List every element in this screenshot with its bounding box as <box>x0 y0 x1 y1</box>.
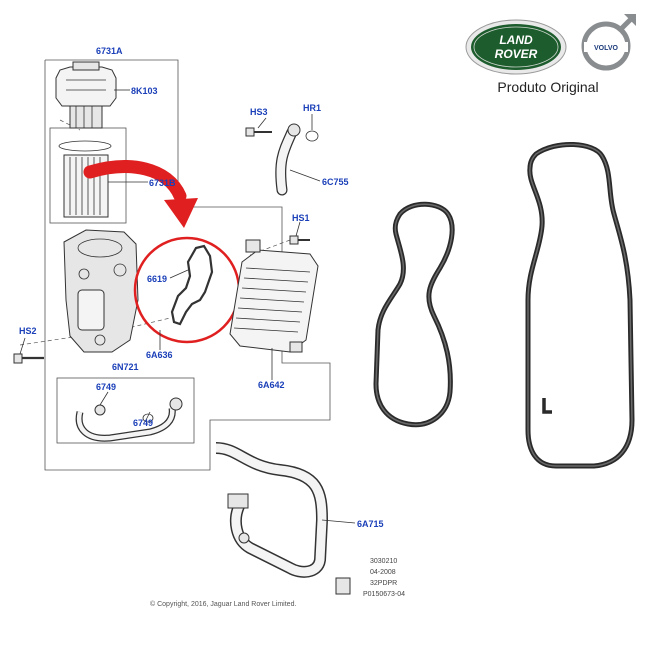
label-6749-top: 6749 <box>96 382 116 392</box>
label-hs1: HS1 <box>292 213 310 223</box>
land-rover-logo-line2: ROVER <box>495 47 538 61</box>
bolt-hs1 <box>289 235 310 245</box>
highlight-arrow <box>83 160 198 228</box>
volvo-logo: VOLVO <box>581 14 636 71</box>
label-6749-bottom: 6749 <box>133 418 153 428</box>
label-hs2: HS2 <box>19 326 37 336</box>
oil-filter-housing <box>63 229 139 353</box>
bolt-hs3 <box>245 127 272 137</box>
original-product-caption: Produto Original <box>497 79 598 95</box>
volvo-logo-text: VOLVO <box>594 45 619 52</box>
gasket-photo-large-loop <box>525 141 635 469</box>
oil-cooler-6a642 <box>229 239 319 353</box>
label-6n721: 6N721 <box>112 362 139 372</box>
reference-line: 3030210 <box>370 558 397 565</box>
label-6a715: 6A715 <box>357 519 384 529</box>
copyright-notice: © Copyright, 2016, Jaguar Land Rover Lim… <box>150 600 296 608</box>
label-6a642: 6A642 <box>258 380 285 390</box>
leader-lines <box>19 89 356 524</box>
label-hr1: HR1 <box>303 103 321 113</box>
land-rover-logo: LAND ROVER <box>465 19 567 75</box>
oil-filter-o-ring <box>58 140 112 152</box>
label-6c755: 6C755 <box>322 177 349 187</box>
label-6a636: 6A636 <box>146 350 173 360</box>
tube-assembly-6n721 <box>75 397 183 442</box>
cooler-gasket-6619 <box>170 244 214 326</box>
label-hs3: HS3 <box>250 107 268 117</box>
label-6619: 6619 <box>147 274 167 284</box>
part-labels: 6731A 8K103 6731B HS3 HR1 6C755 HS1 6619… <box>19 46 384 529</box>
reference-line: 04-2008 <box>370 569 396 576</box>
reference-line: 32PDPR <box>370 580 397 587</box>
tube-6c755 <box>275 123 319 196</box>
label-6731a: 6731A <box>96 46 123 56</box>
bolt-hs2 <box>13 353 44 364</box>
gasket-photo-small-loop <box>373 201 455 428</box>
oil-filter-cap <box>55 61 117 129</box>
gasket-highlight-circle <box>133 236 241 344</box>
label-8k103: 8K103 <box>131 86 158 96</box>
reference-line: P0150673-04 <box>363 591 405 598</box>
hose-6a715 <box>215 442 351 595</box>
label-6731b: 6731B <box>149 178 176 188</box>
diagram-reference-block: 3030210 04-2008 32PDPR P0150673-04 <box>363 558 405 598</box>
land-rover-logo-line1: LAND <box>499 33 533 47</box>
